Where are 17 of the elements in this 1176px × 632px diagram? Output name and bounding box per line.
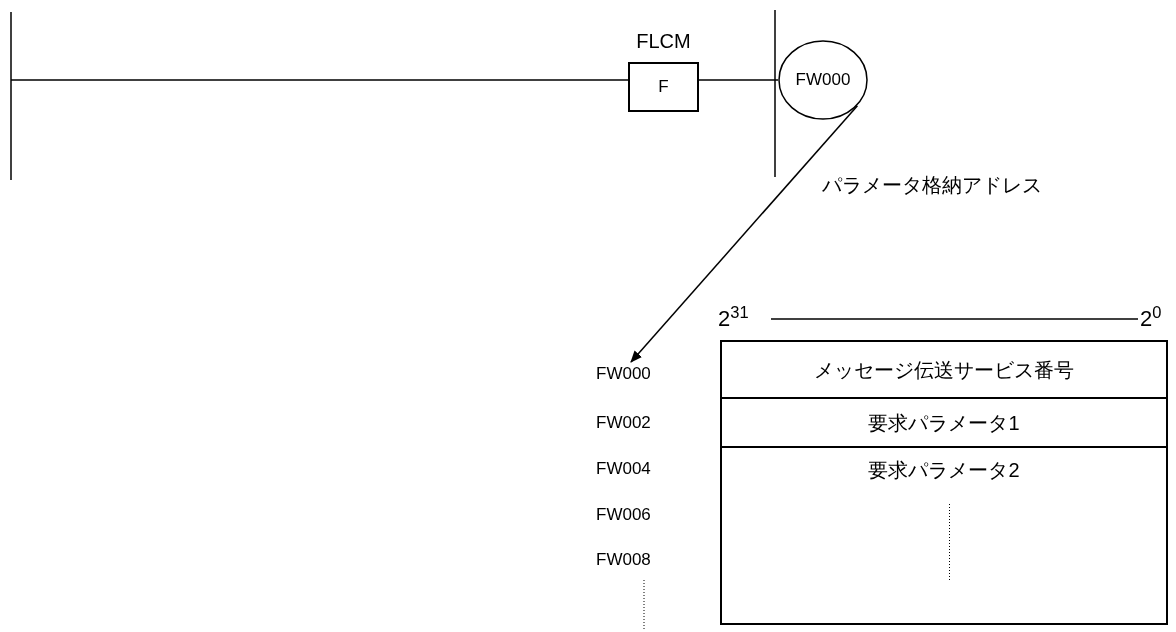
address-label: FW000 bbox=[596, 362, 658, 386]
wire bbox=[10, 79, 629, 81]
row-text: 要求パラメータ2 bbox=[868, 458, 1020, 483]
wire bbox=[698, 79, 779, 81]
bit-label: 2$^{31}$ bbox=[718, 302, 749, 333]
coil-ellipse: FW000 bbox=[778, 40, 868, 120]
row-text: 要求パラメータ1 bbox=[868, 410, 1020, 436]
function-block: F bbox=[628, 62, 699, 112]
function-label: FLCM bbox=[636, 29, 691, 54]
arrow bbox=[630, 105, 859, 363]
address-label: FW008 bbox=[596, 549, 651, 571]
row-text: メッセージ伝送サービス番号 bbox=[814, 357, 1074, 383]
address-label: FW002 bbox=[596, 412, 651, 434]
bit-label: 2$^{0}$ bbox=[1140, 302, 1162, 333]
address-label: FW006 bbox=[596, 504, 651, 526]
address-label: FW004 bbox=[596, 458, 651, 480]
memory-table bbox=[720, 340, 1168, 625]
